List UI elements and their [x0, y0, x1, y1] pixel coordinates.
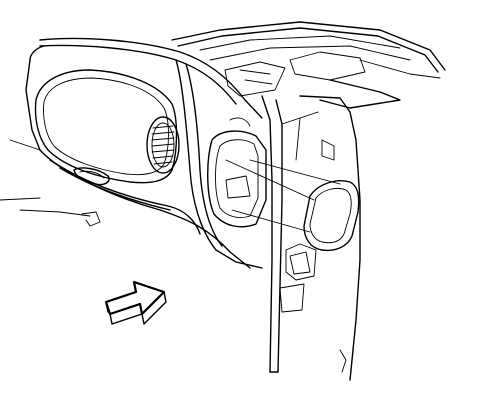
- air-vent: [146, 116, 180, 174]
- guide-lines: [225, 159, 341, 233]
- direction-arrow: [104, 280, 167, 325]
- instrument-panel: [0, 37, 263, 269]
- door-pillar: [261, 95, 319, 373]
- glove-box: [34, 69, 201, 235]
- side-trim-panel: [279, 95, 361, 381]
- switch-bezel: [207, 117, 267, 228]
- windshield-lower-edge: [171, 21, 446, 109]
- lamp-assembly: [303, 180, 360, 252]
